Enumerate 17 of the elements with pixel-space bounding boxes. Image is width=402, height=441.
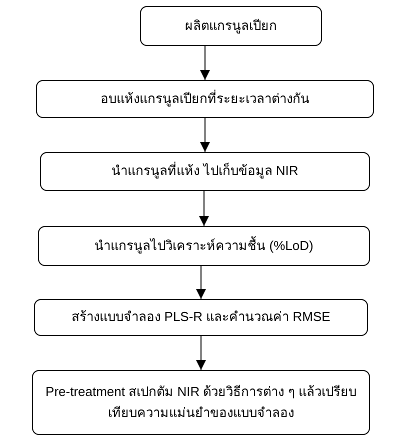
step-text: สร้างแบบจำลอง PLS-R และคำนวณค่า RMSE xyxy=(72,308,330,326)
process-box xyxy=(140,6,322,46)
step-text: ผลิตแกรนูลเปียก xyxy=(185,16,277,36)
process-box xyxy=(40,152,370,191)
process-box xyxy=(38,226,370,266)
arrow xyxy=(196,336,206,370)
step-text: นำแกรนูลไปวิเคราะห์ความชื้น (%LoD) xyxy=(94,236,314,256)
step-text: Pre-treatment สเปกตัม NIR ด้วยวิธีการต่าง ๆ แล้วเปรียบเทียบความแม่นยำของแบบจำลอง xyxy=(44,383,358,422)
process-box xyxy=(32,370,370,435)
step-text: อบแห้งแกรนูลเปียกที่ระยะเวลาต่างกัน xyxy=(100,88,310,108)
process-box xyxy=(36,80,374,118)
arrow xyxy=(199,190,209,226)
arrow xyxy=(200,118,210,152)
arrow xyxy=(200,46,210,80)
step-text: นำแกรนูลที่แห้ง ไปเก็บข้อมูล NIR xyxy=(112,161,298,180)
process-box xyxy=(34,299,368,336)
arrow xyxy=(196,266,206,300)
